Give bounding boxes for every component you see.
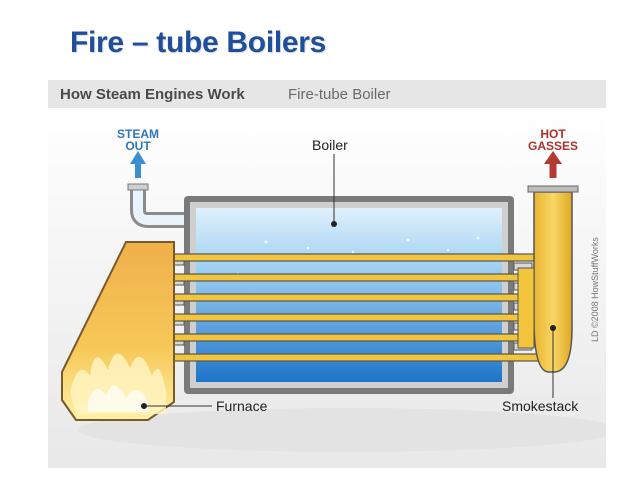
steam-out-label: STEAM OUT	[114, 128, 162, 152]
boiler-figure: How Steam Engines Work Fire-tube Boiler	[48, 80, 606, 468]
boiler-label: Boiler	[312, 137, 348, 153]
hot-gasses-line1: HOT	[540, 127, 566, 141]
slide-title: Fire – tube Boilers	[70, 26, 327, 59]
steam-out-line1: STEAM	[117, 127, 159, 141]
smokestack-label: Smokestack	[502, 398, 579, 414]
figure-header: How Steam Engines Work Fire-tube Boiler	[48, 80, 606, 109]
hot-gasses-line2: GASSES	[527, 139, 578, 153]
furnace-label: Furnace	[216, 398, 268, 414]
figure-header-title: How Steam Engines Work	[60, 86, 245, 103]
figure-header-subtitle: Fire-tube Boiler	[288, 86, 391, 103]
copyright-credit: LD ©2008 HowStuffWorks	[590, 237, 600, 342]
hot-gasses-label: HOT GASSES	[520, 128, 586, 152]
steam-out-line2: OUT	[125, 139, 151, 153]
boiler-diagram	[48, 108, 606, 468]
